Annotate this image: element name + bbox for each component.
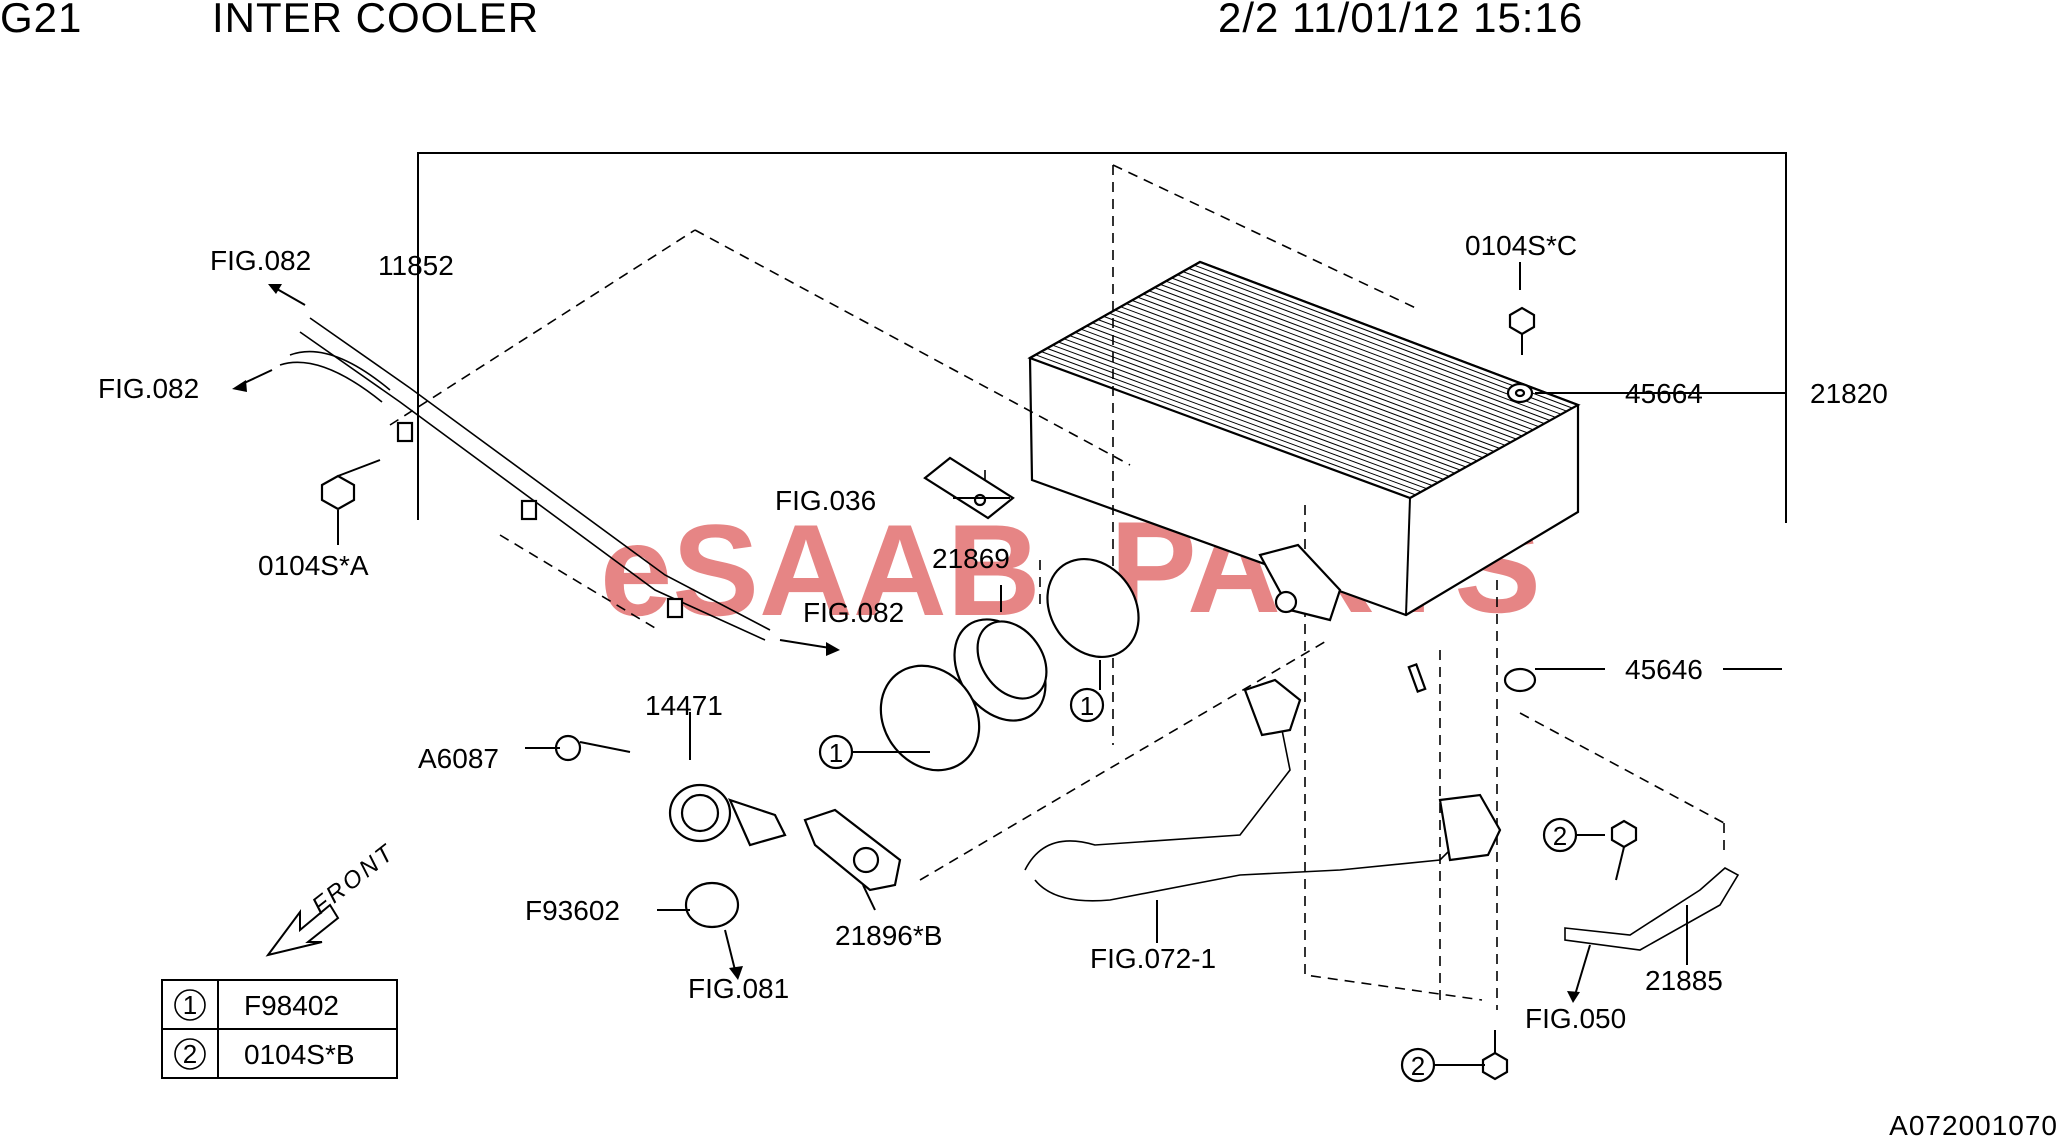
- fin-line: [1160, 283, 1539, 428]
- callout-0104sc[interactable]: 0104S*C: [1465, 230, 1577, 261]
- svg-text:1: 1: [183, 990, 197, 1020]
- callout-fig082-c[interactable]: FIG.082: [803, 597, 904, 628]
- legend-table: 1 F98402 2 0104S*B: [161, 979, 398, 1079]
- fin-line: [1171, 277, 1551, 421]
- legend-row-1: 1 F98402: [174, 989, 339, 1021]
- callout-a6087[interactable]: A6087: [418, 743, 499, 774]
- fin-line: [1143, 293, 1523, 437]
- callout-21869[interactable]: 21869: [932, 543, 1010, 574]
- callout-45664[interactable]: 45664: [1625, 378, 1703, 409]
- fin-line: [1092, 322, 1472, 465]
- bracket-fig036: [923, 456, 1015, 520]
- gasket-21896b: [803, 808, 902, 892]
- callout-fig072-1[interactable]: FIG.072-1: [1090, 943, 1216, 974]
- fin-line: [1086, 325, 1467, 468]
- fin-line: [1041, 351, 1422, 493]
- bracket-21885: [1564, 867, 1740, 951]
- bolt-0104sc: [1508, 306, 1536, 355]
- watermark-left: eSAAB: [600, 497, 1041, 643]
- hose-21869: [953, 618, 1048, 722]
- callout-21820[interactable]: 21820: [1810, 378, 1888, 409]
- fin-line: [1177, 274, 1556, 418]
- clamp-left: [879, 664, 981, 772]
- fin-line: [1148, 290, 1528, 434]
- callout-fig036[interactable]: FIG.036: [775, 485, 876, 516]
- fin-line: [1137, 296, 1517, 440]
- callout-fig081[interactable]: FIG.081: [688, 973, 789, 1004]
- fin-line: [1052, 344, 1433, 487]
- fin-line: [1063, 338, 1444, 480]
- legend-part-0104sb[interactable]: 0104S*B: [244, 1039, 355, 1070]
- fin-line: [1154, 287, 1534, 431]
- callout-labels: FIG.082 11852 FIG.082 0104S*A FIG.036 21…: [98, 230, 1888, 1034]
- fin-line: [1109, 312, 1489, 456]
- callout-fig082-a[interactable]: FIG.082: [210, 245, 311, 276]
- svg-text:2: 2: [183, 1039, 197, 1069]
- front-label: FRONT: [307, 838, 401, 919]
- fin-line: [1029, 357, 1411, 499]
- fin-line: [1131, 299, 1511, 443]
- bolt-circle2-right: [1610, 819, 1638, 881]
- fin-line: [1046, 347, 1427, 490]
- front-indicator: FRONT: [265, 838, 401, 957]
- leader-lines: [337, 262, 1782, 1066]
- clamp-f93602: [684, 881, 740, 929]
- intercooler-fins: [1029, 261, 1579, 499]
- fin-line: [1188, 267, 1567, 412]
- callout-14471[interactable]: 14471: [645, 690, 723, 721]
- bolt-0104sa: [320, 459, 381, 511]
- svg-text:1: 1: [829, 738, 843, 768]
- svg-text:2: 2: [1553, 821, 1567, 851]
- circle-mark-1-b: 1: [1069, 687, 1105, 723]
- legend-part-f98402[interactable]: F98402: [244, 990, 339, 1021]
- diagram-title: INTER COOLER: [212, 0, 539, 41]
- fin-line: [1103, 315, 1483, 459]
- intercooler-core: [1027, 260, 1581, 693]
- clamp-right: [1046, 557, 1140, 659]
- svg-text:2: 2: [1411, 1051, 1425, 1081]
- housing-14471: [668, 783, 787, 847]
- mount-45646: [1503, 667, 1537, 693]
- pipe-11852: [279, 317, 771, 641]
- fig-arrows: [232, 284, 1591, 1003]
- page-info: 2/2 11/01/12 15:16: [1218, 0, 1583, 41]
- fin-line: [1199, 261, 1579, 406]
- diagram-id: A072001070: [1889, 1110, 2058, 1141]
- circle-mark-1-a: 1: [818, 734, 854, 770]
- flange-21896-top: [1258, 543, 1342, 622]
- callout-fig050[interactable]: FIG.050: [1525, 1003, 1626, 1034]
- legend-row-2: 2 0104S*B: [174, 1038, 355, 1070]
- fin-line: [1075, 331, 1455, 474]
- fin-line: [1194, 264, 1573, 409]
- fin-line: [1069, 335, 1450, 477]
- fin-line: [1097, 319, 1478, 462]
- callout-fig082-b[interactable]: FIG.082: [98, 373, 199, 404]
- pipe-fig072-1: [1024, 678, 1502, 902]
- fin-line: [1126, 303, 1506, 446]
- fin-line: [1035, 354, 1416, 496]
- svg-text:1: 1: [1080, 691, 1094, 721]
- circle-mark-2-b: 2: [1400, 1047, 1436, 1083]
- callout-45646[interactable]: 45646: [1625, 654, 1703, 685]
- callout-0104sa[interactable]: 0104S*A: [258, 550, 369, 581]
- fin-line: [1120, 306, 1500, 449]
- group-code: G21: [0, 0, 82, 41]
- bolt-circle2-bottom: [1481, 1030, 1509, 1081]
- fin-line: [1165, 280, 1545, 425]
- fin-line: [1114, 309, 1495, 452]
- circle-mark-2-a: 2: [1542, 817, 1578, 853]
- fin-line: [1080, 328, 1461, 471]
- plug-a6087: [554, 734, 631, 762]
- callout-f93602[interactable]: F93602: [525, 895, 620, 926]
- callout-11852[interactable]: 11852: [378, 250, 454, 281]
- fin-line: [1058, 341, 1439, 483]
- callout-21885[interactable]: 21885: [1645, 965, 1723, 996]
- fin-line: [1182, 271, 1562, 415]
- callout-21896b[interactable]: 21896*B: [835, 920, 942, 951]
- washer-45664: [1506, 382, 1534, 404]
